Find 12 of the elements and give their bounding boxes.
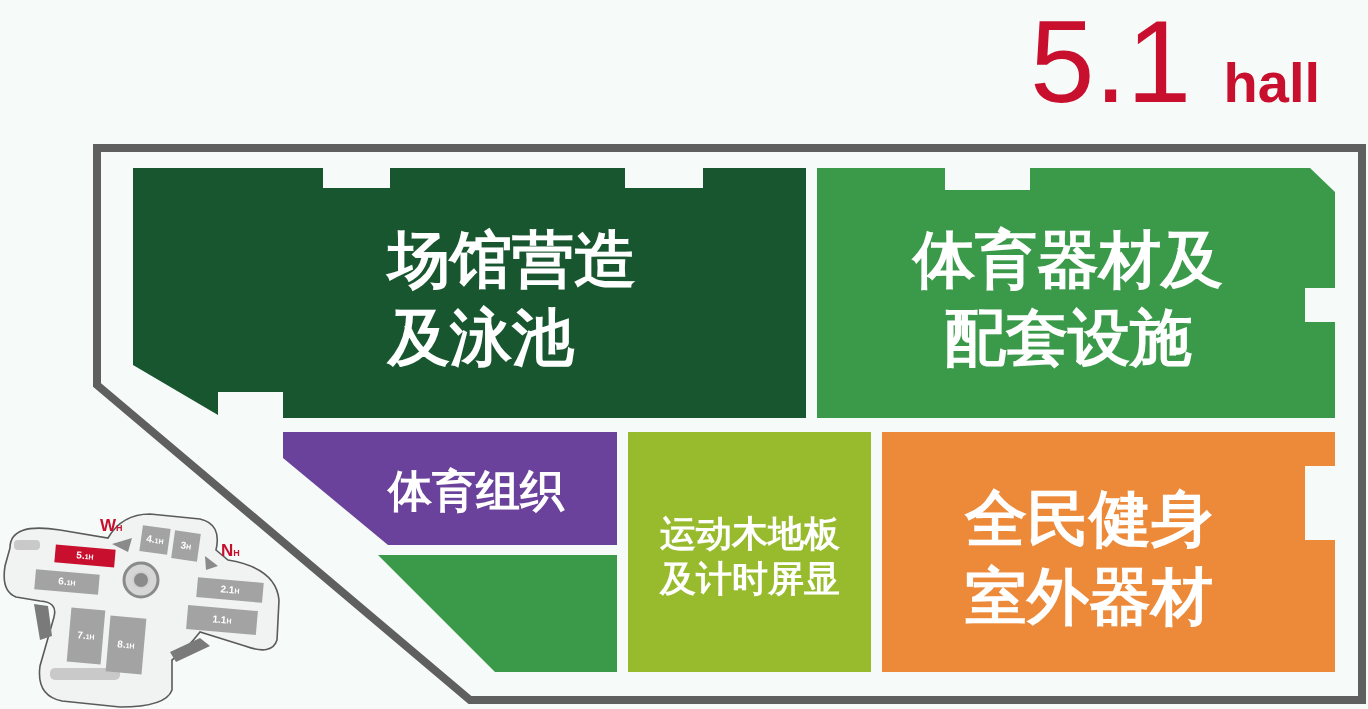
exhibition-zone — [283, 432, 617, 545]
zone-label: 体育器材及配套设施 — [910, 221, 1224, 375]
exhibition-zone — [628, 432, 871, 672]
exhibition-zone — [882, 432, 1335, 672]
exhibition-zone — [378, 555, 617, 672]
zone-label: 体育组织 — [388, 463, 566, 518]
hall-title: 5.1 hall — [1030, 4, 1320, 120]
zone-label: 运动木地板及计时屏显 — [658, 512, 841, 601]
zone-label: 场馆营造及泳池 — [388, 221, 637, 375]
zone-label: 全民健身室外器材 — [965, 480, 1214, 634]
exhibition-zone — [133, 168, 806, 418]
exhibition-zone — [817, 168, 1335, 418]
